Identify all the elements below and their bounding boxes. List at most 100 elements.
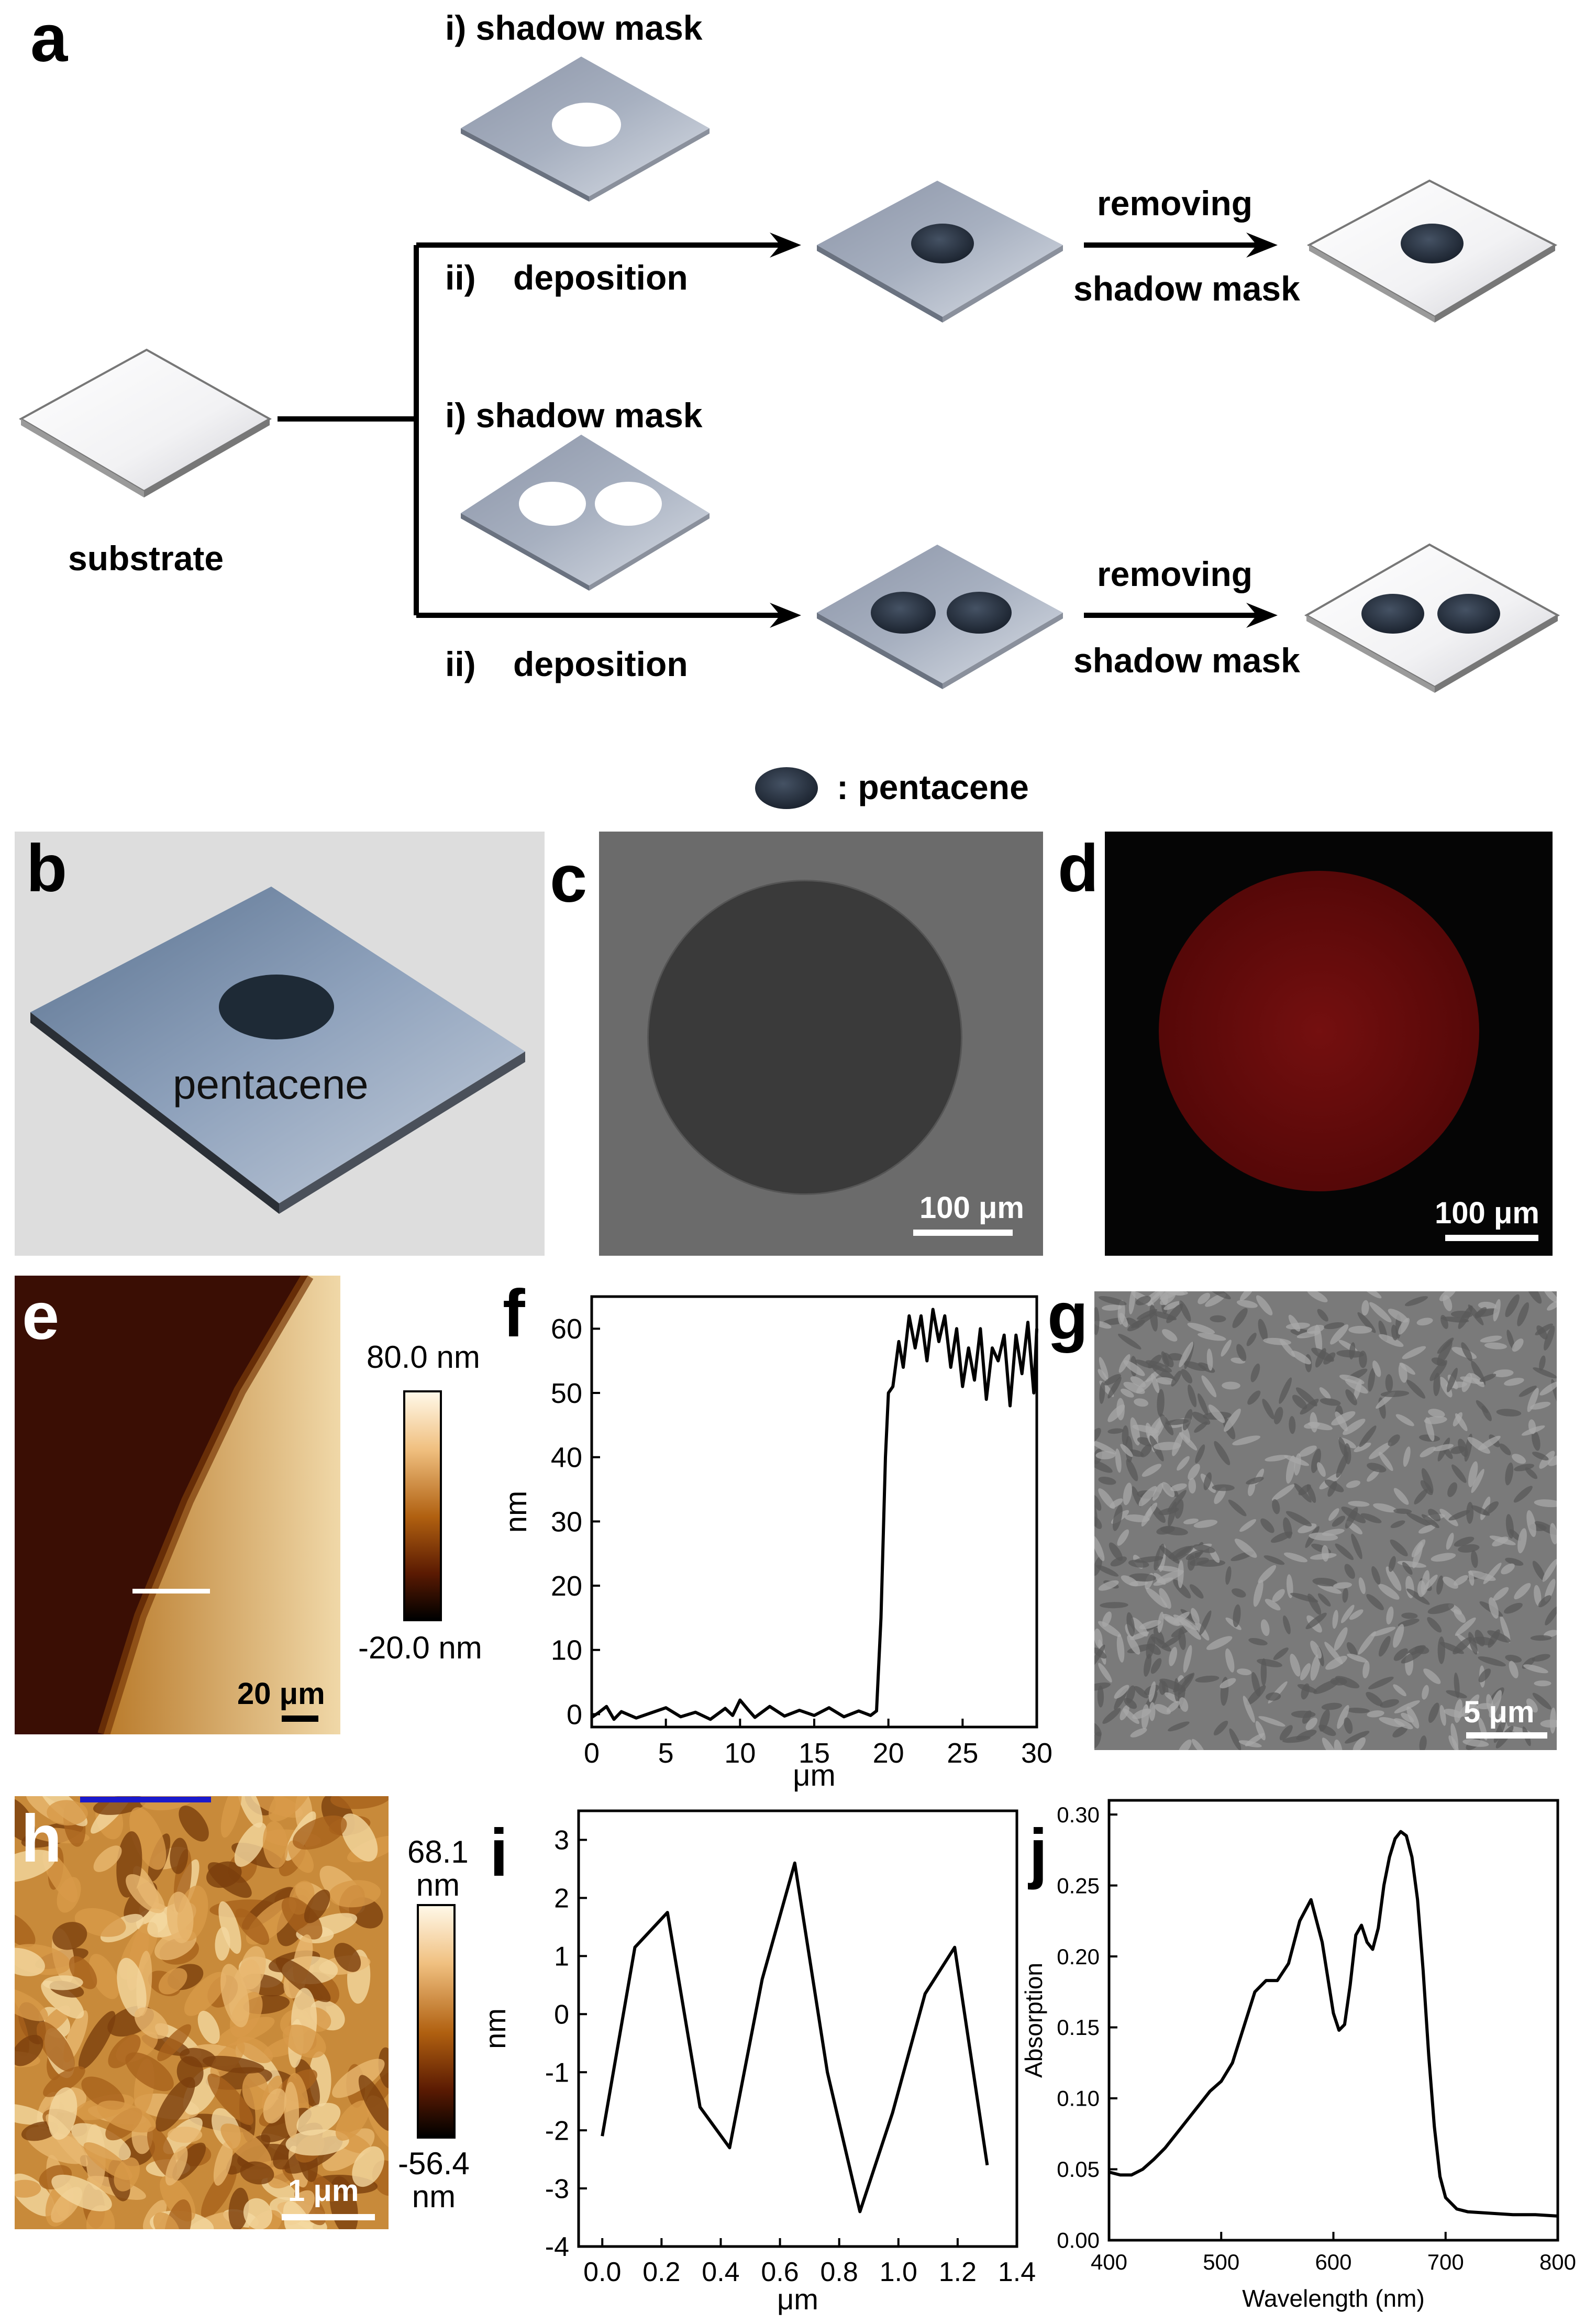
x-tick-label-i: 1.2	[939, 2257, 977, 2287]
panel-b-render	[15, 832, 545, 1256]
row2-dep-prefix: ii)	[445, 645, 476, 683]
y-tick-label-f: 50	[551, 1378, 582, 1409]
y-tick-label-j: 0.20	[1057, 1944, 1100, 1969]
x-axis-label-j: Wavelength (nm)	[1242, 2285, 1425, 2312]
panel-label-g: g	[1047, 1279, 1089, 1354]
arrow-head-bottom	[770, 603, 801, 628]
panel-label-h: h	[21, 1801, 62, 1876]
substrate-label: substrate	[68, 539, 224, 578]
result-two-pentacene	[1304, 543, 1560, 693]
y-tick-label-j: 0.10	[1057, 2086, 1100, 2111]
colorbar-e-min: -20.0 nm	[358, 1630, 482, 1665]
scale-label-c: 100 μm	[919, 1191, 1024, 1225]
x-axis-label-i: μm	[777, 2283, 818, 2316]
colorbar-h	[417, 1904, 456, 2139]
y-tick-label-i: -1	[545, 2057, 569, 2088]
y-tick-label-f: 0	[567, 1699, 582, 1730]
x-tick-label-j: 600	[1315, 2250, 1351, 2274]
x-tick-label-f: 30	[1021, 1738, 1052, 1769]
scale-bar-c	[913, 1230, 1013, 1236]
colorbar-e	[403, 1390, 442, 1621]
y-tick-label-i: -2	[545, 2116, 569, 2146]
row1-dep-prefix: ii)	[445, 258, 476, 297]
row2-mask-step: i) shadow mask	[445, 396, 703, 435]
row1-mask-step: i) shadow mask	[445, 8, 703, 47]
panel-g-sem-image: 5 μm	[1094, 1291, 1557, 1750]
series-line-i	[601, 1861, 989, 2214]
series-line-j	[1109, 1830, 1558, 2218]
panel-label-a: a	[30, 1, 68, 76]
x-tick-label-j: 500	[1203, 2250, 1239, 2274]
scale-label-g: 5 μm	[1464, 1695, 1535, 1729]
colorbar-h-min: -56.4 nm	[398, 2146, 470, 2214]
scale-bar-g	[1466, 1732, 1547, 1739]
schematic-panel	[18, 57, 1560, 809]
y-tick-label-f: 10	[551, 1635, 582, 1666]
panel-label-b: b	[26, 831, 68, 906]
pentacene-legend-label: : pentacene	[837, 768, 1029, 806]
panel-c-sem-image: 100 μm	[599, 832, 1043, 1256]
series-line-f	[591, 1308, 1038, 1721]
panel-label-d: d	[1058, 831, 1099, 906]
scale-label-h: 1 μm	[288, 2174, 359, 2208]
x-tick-label-f: 20	[873, 1738, 904, 1769]
panel-label-i: i	[490, 1816, 508, 1890]
x-tick-label-f: 25	[947, 1738, 978, 1769]
panel-label-e: e	[22, 1279, 60, 1354]
panel-label-j: j	[1029, 1816, 1048, 1890]
y-tick-label-j: 0.00	[1057, 2228, 1100, 2253]
x-axis-label-f: μm	[793, 1758, 836, 1792]
shadow-mask-one-hole	[461, 57, 710, 202]
arrow-head-top	[770, 233, 801, 258]
y-axis-label-j: Absorption	[1020, 1963, 1047, 2078]
row1-remove-top: removing	[1097, 184, 1253, 223]
y-tick-label-f: 40	[551, 1442, 582, 1474]
row2-remove-top: removing	[1097, 555, 1253, 593]
x-tick-label-f: 10	[724, 1738, 756, 1769]
y-tick-label-i: 0	[554, 1999, 569, 2030]
pentacene-eds-disk	[1159, 871, 1479, 1191]
x-tick-label-f: 15	[799, 1738, 830, 1769]
y-tick-label-j: 0.05	[1057, 2157, 1100, 2182]
grain-texture	[1094, 1291, 1557, 1750]
y-tick-label-f: 20	[551, 1570, 582, 1602]
scale-bar-d	[1445, 1235, 1538, 1241]
y-tick-label-i: 1	[554, 1942, 569, 1972]
mask-on-substrate-two	[817, 545, 1063, 689]
panel-h-afm-image: 1 μm	[15, 1796, 389, 2229]
plot-frame-j	[1107, 1799, 1559, 2242]
y-axis-label-i: nm	[479, 2008, 512, 2049]
panel-d-eds-map: 100 μm	[1105, 832, 1553, 1256]
row1-dep-label: deposition	[513, 258, 688, 297]
y-tick-label-i: 2	[554, 1884, 569, 1914]
pentacene-disk	[649, 881, 961, 1193]
panel-b-pentacene-label: pentacene	[173, 1061, 369, 1108]
scale-bar-e	[282, 1716, 318, 1722]
substrate-tile	[18, 348, 272, 497]
row2-dep-label: deposition	[513, 645, 688, 683]
row2-remove-bottom: shadow mask	[1073, 641, 1300, 680]
x-tick-label-f: 5	[658, 1738, 674, 1769]
panel-e-afm-image: 20 μm	[15, 1276, 340, 1734]
colorbar-e-max: 80.0 nm	[367, 1340, 480, 1375]
x-tick-label-j: 800	[1539, 2250, 1576, 2274]
scale-label-d: 100 μm	[1435, 1196, 1539, 1230]
y-axis-label-f: nm	[499, 1491, 533, 1533]
x-tick-label-i: 0.4	[702, 2257, 739, 2287]
y-tick-label-i: -4	[545, 2232, 569, 2262]
x-tick-label-f: 0	[584, 1738, 600, 1769]
x-tick-label-i: 0.8	[821, 2257, 858, 2287]
y-tick-label-j: 0.30	[1057, 1802, 1100, 1827]
profile-line-h	[80, 1797, 211, 1802]
scale-bar-h	[282, 2214, 375, 2220]
x-tick-label-j: 400	[1091, 2250, 1127, 2274]
x-tick-label-i: 1.0	[880, 2257, 917, 2287]
panel-label-c: c	[550, 842, 588, 916]
row1-remove-bottom: shadow mask	[1073, 269, 1300, 308]
panel-label-f: f	[503, 1276, 525, 1351]
plot-frame-i	[577, 1809, 1018, 2248]
